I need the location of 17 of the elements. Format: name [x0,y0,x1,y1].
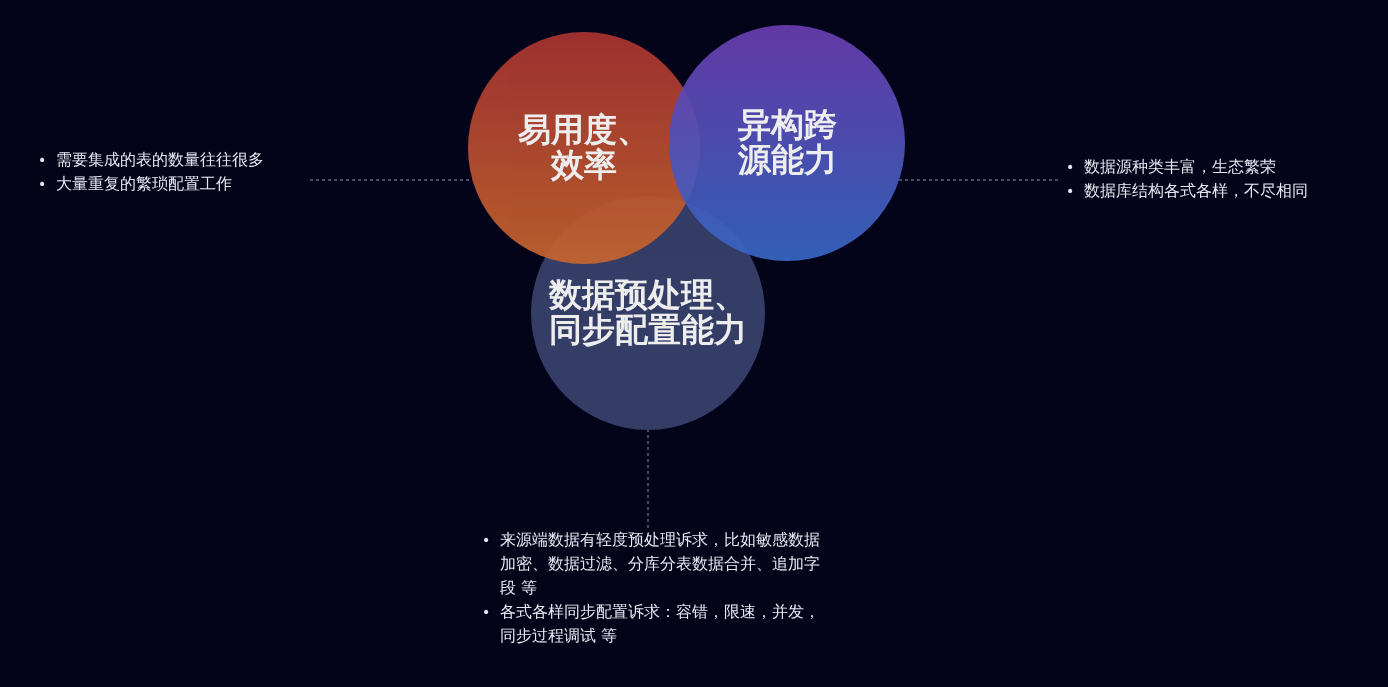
dashed-connector [647,429,649,529]
bullet-text: 大量重复的繁琐配置工作 [56,173,232,195]
circle-title: 异构跨源能力 [736,108,838,178]
bullet: • [37,175,48,194]
bullet-text: 数据源种类丰富，生态繁荣 [1084,156,1276,178]
bullet-text: 来源端数据有轻度预处理诉求，比如敏感数据加密、数据过滤、分库分表数据合并、追加字段 等 [500,529,821,599]
bullet: • [481,531,492,550]
bullet-text: 各式各样同步配置诉求：容错，限速，并发，同步过程调试 等 [500,601,821,647]
bullet: • [1065,158,1076,177]
circle-title: 易用度、效率 [517,113,651,183]
bullet-text: 数据库结构各式各样，不尽相同 [1084,180,1308,202]
circle-title: 数据预处理、同步配置能力 [547,278,748,348]
bullet-text: 需要集成的表的数量往往很多 [56,149,264,171]
dashed-connector [898,179,1059,181]
bullet: • [481,603,492,622]
bullet: • [37,151,48,170]
bullet: • [1065,182,1076,201]
